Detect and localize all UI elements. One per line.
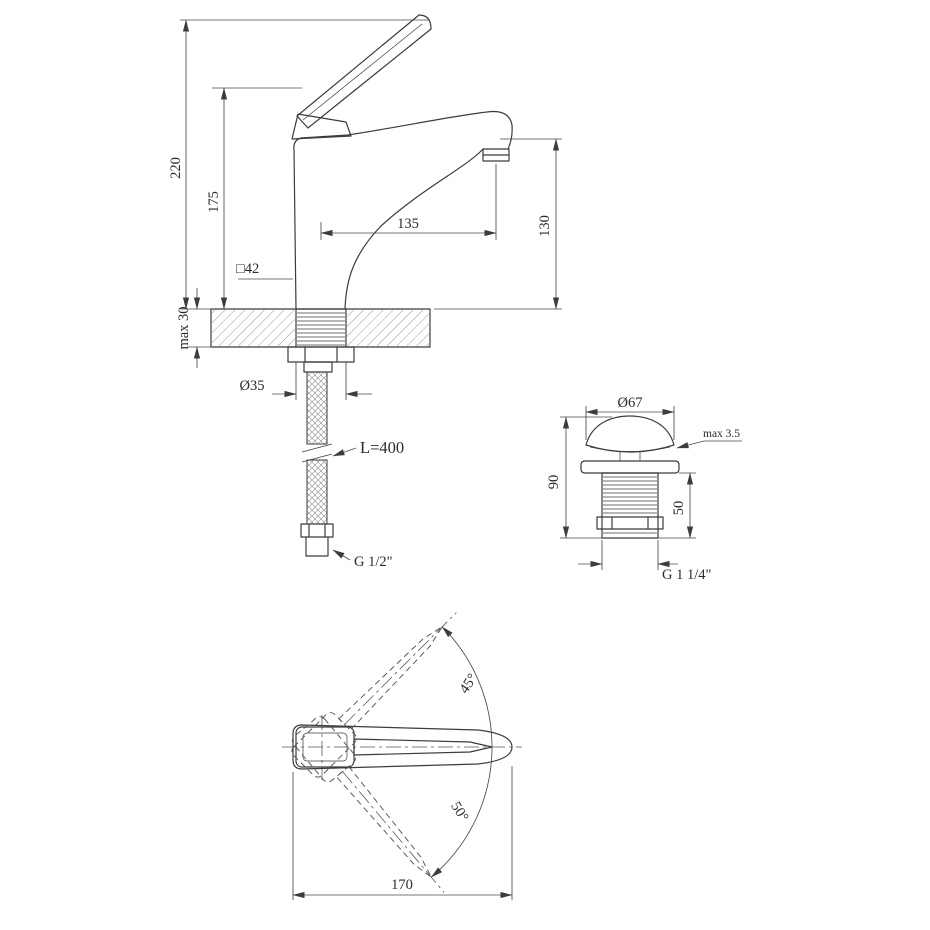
drain-body <box>601 472 659 539</box>
drain-view: Ø67 max 3.5 90 50 G 1 1/4" <box>546 395 742 583</box>
dim-total-height-label: 220 <box>168 157 184 179</box>
hose-lower <box>306 459 328 525</box>
dim-drain-height-label: 90 <box>546 475 562 490</box>
dim-spout-height-label: 130 <box>537 215 553 237</box>
drain-cap <box>585 415 675 453</box>
faucet-body-outline <box>293 110 513 310</box>
deck-hatch-left <box>212 310 295 346</box>
handle-swing-arc <box>430 626 493 878</box>
locknut <box>287 346 355 363</box>
angle-up-label: 45° <box>456 671 481 697</box>
drain-cap-rim <box>589 446 671 452</box>
shank-threads <box>297 312 345 346</box>
handle-base-cap <box>291 113 352 140</box>
hose-end-fitting <box>300 523 334 557</box>
ext-line-drain-thread <box>601 540 659 570</box>
ext-line-total-height <box>180 19 430 310</box>
ext-line-spout-height <box>434 138 562 310</box>
drain-flange <box>580 460 680 474</box>
hose-upper <box>306 371 328 445</box>
ext-line-cap <box>585 406 675 440</box>
deck-hatch-right <box>347 310 429 346</box>
handle-lever-line <box>302 23 423 121</box>
cap-gap-label: max 3.5 <box>703 428 740 440</box>
shank-outline <box>295 308 347 348</box>
drain-cap-stem <box>619 452 641 461</box>
hose-break <box>301 443 333 463</box>
dim-deck-thickness-label: max 30 <box>176 306 192 349</box>
dim-cap-diameter-label: Ø67 <box>618 395 643 411</box>
thread-label: G 1/2" <box>354 554 393 570</box>
ext-line-body-length <box>292 766 513 900</box>
hose-connector <box>303 361 333 373</box>
handle-lever <box>296 14 432 129</box>
top-handle-down-position <box>291 716 445 893</box>
drain-thread-label: G 1 1/4" <box>662 567 712 583</box>
top-handle-base-inner <box>302 732 348 762</box>
dim-body-height-label: 175 <box>206 191 222 213</box>
dim-hole-diameter-label: Ø35 <box>240 378 265 394</box>
angle-down-label: 50° <box>447 799 471 825</box>
dim-body-length-label: 170 <box>391 877 413 893</box>
top-body-outline <box>292 724 513 770</box>
drain-nut <box>596 516 664 530</box>
faucet-side-view: 220 175 135 130 □42 max 30 Ø35 L=400 G 1… <box>168 14 562 570</box>
thread-leader <box>332 549 351 561</box>
deck-outline <box>210 308 431 348</box>
aerator-detail <box>482 148 510 162</box>
dim-thread-length-label: 50 <box>671 501 687 516</box>
hose-length-label: L=400 <box>360 438 404 457</box>
hose-length-leader <box>332 447 357 457</box>
dim-spout-reach-label: 135 <box>397 216 419 232</box>
top-view: 45° 50° 170 <box>282 612 522 900</box>
dim-body-section-label: □42 <box>236 261 259 277</box>
drain-threads <box>603 476 657 518</box>
cap-gap-leader <box>676 440 742 449</box>
